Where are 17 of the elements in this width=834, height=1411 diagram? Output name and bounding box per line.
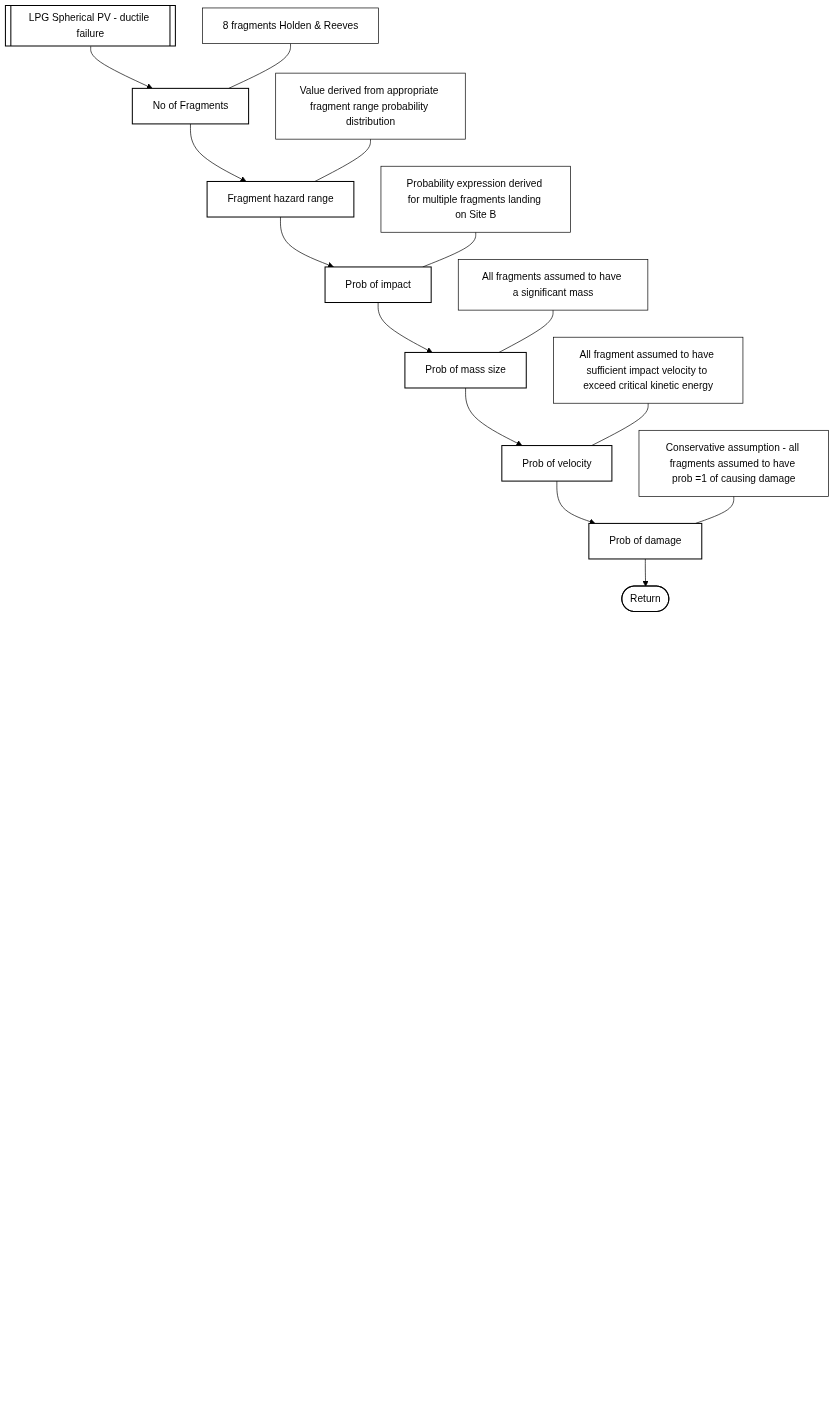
connector — [498, 309, 554, 353]
connector — [228, 43, 291, 89]
node-box: All fragment assumed to have sufficient impact velocity to exceed critical kinetic energy — [553, 336, 744, 404]
node-box: Prob of damage — [588, 522, 703, 560]
node-box: Conservative assumption - all fragments assumed to have prob =1 of causing damage — [638, 429, 829, 497]
node-box: Probability expression derived for multiple fragments landing on Site B — [380, 165, 571, 233]
node-box: Prob of velocity — [501, 445, 613, 482]
connector — [591, 402, 649, 446]
node-box: Value derived from appropriate fragment range probability distribution — [275, 72, 466, 140]
connector — [314, 138, 371, 182]
connector — [695, 496, 735, 524]
node-box: All fragments assumed to have a significant mass — [457, 259, 649, 311]
node-box: No of Fragments — [131, 87, 250, 125]
node-box: 8 fragments Holden & Reeves — [202, 7, 379, 44]
node-box: Fragment hazard range — [206, 180, 355, 218]
node-box: Prob of mass size — [404, 351, 527, 389]
node-box: Prob of impact — [324, 266, 432, 303]
